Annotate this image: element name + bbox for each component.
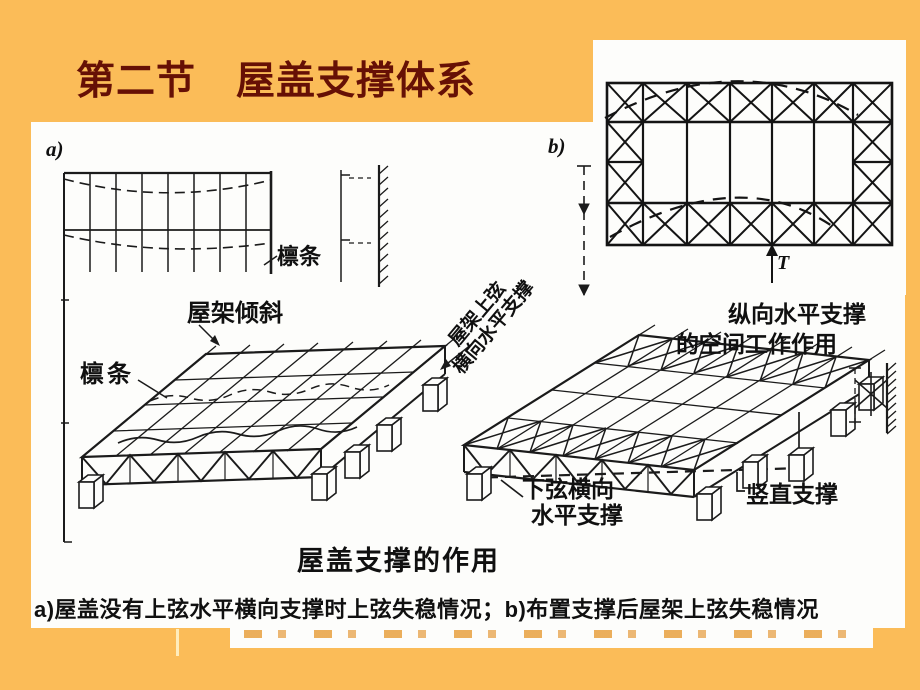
wall-hatch-detail [849, 362, 897, 435]
longitudinal-brace-label-line1: 纵向水平支撑 [728, 301, 866, 327]
purlin-label-left: 檩条 [80, 361, 134, 388]
plan-grid-a [61, 171, 278, 543]
roof-3d-a [78, 324, 456, 487]
figure-caption: 屋盖支撑的作用 [297, 546, 500, 576]
longitudinal-brace-label-line2: 的空间工作作用 [676, 331, 837, 357]
figure-drawing [61, 165, 897, 543]
obscured-glyph-fragments [244, 630, 863, 638]
figure-label-a: a) [46, 137, 64, 161]
lower-chord-brace-label: 下弦横向 水平支撑 [522, 476, 623, 528]
force-label: T [777, 252, 790, 274]
vertical-brace-label: 竖直支撑 [746, 481, 838, 507]
obscured-text-strip [230, 628, 873, 648]
inset-drawing [604, 80, 894, 283]
truss-tilt-label: 屋架倾斜 [187, 300, 283, 327]
slide-title: 第二节 屋盖支撑体系 [76, 60, 477, 103]
guide-line-b [577, 165, 591, 297]
purlin-label-top: 檩条 [277, 244, 322, 269]
figure-description: a)屋盖没有上弦水平横向支撑时上弦失稳情况；b)布置支撑后屋架上弦失稳情况 [34, 597, 819, 622]
column-detail [340, 165, 389, 287]
figure-label-b: b) [548, 134, 566, 158]
force-arrow [766, 244, 778, 256]
inset-figure: T [593, 40, 906, 295]
text-cursor-artifact [176, 629, 179, 656]
